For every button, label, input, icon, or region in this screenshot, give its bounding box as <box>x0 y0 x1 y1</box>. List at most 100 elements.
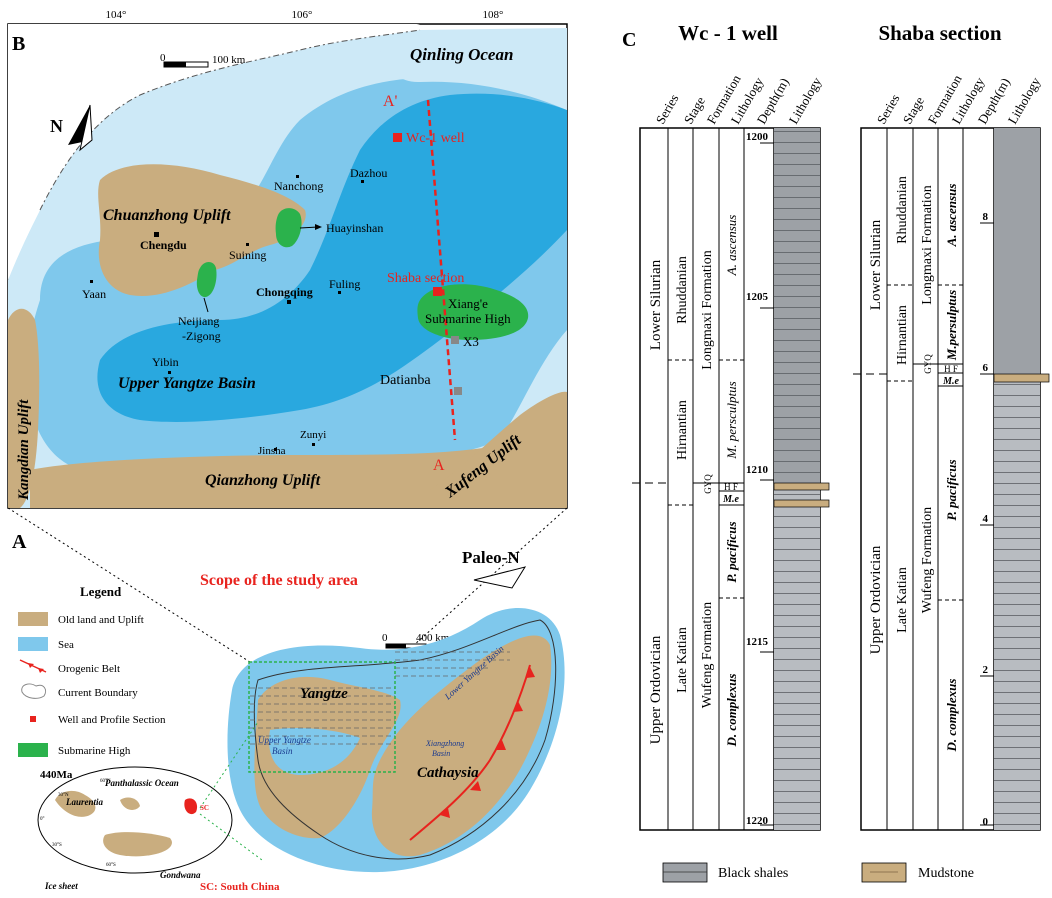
globe-lat-60n: 60°N <box>100 779 111 784</box>
city-chengdu: Chengdu <box>140 238 187 252</box>
panel-label-c: C <box>622 29 636 51</box>
svg-text:2: 2 <box>983 664 989 676</box>
label-xiangzhong-1: Xiangzhong <box>425 739 464 748</box>
label-wc1-well: Wc-1 well <box>406 131 465 146</box>
svg-text:Stage: Stage <box>900 94 928 127</box>
legend-label-boundary: Current Boundary <box>58 687 138 699</box>
globe-lat-30n: 30°N <box>58 793 69 798</box>
svg-text:Series: Series <box>874 91 903 126</box>
legend-label-well: Well and Profile Section <box>58 714 166 726</box>
city-x3: X3 <box>463 334 479 349</box>
city-yibin: Yibin <box>152 355 179 369</box>
shaba-zone-gyq: GYQ <box>923 354 933 374</box>
kangdian-uplift-land <box>8 308 40 508</box>
city-fuling: Fuling <box>329 277 360 291</box>
wc1-series-upper: Upper Ordovician <box>648 635 664 744</box>
svg-text:4: 4 <box>983 513 989 525</box>
shaba-zone-persulptus: M.persulptus <box>944 290 959 361</box>
globe-sc: SC <box>200 804 209 812</box>
shaba-series-upper: Upper Ordovician <box>868 545 884 654</box>
city-suining: Suining <box>229 248 266 262</box>
outside-region <box>8 24 420 280</box>
legend-mudstone-swatch <box>861 862 907 883</box>
shaba-zone-hf: H F <box>944 364 958 374</box>
shaba-series-lower: Lower Silurian <box>868 219 884 310</box>
svg-text:8: 8 <box>983 211 989 223</box>
svg-text:1200: 1200 <box>746 131 769 143</box>
xufeng-uplift-land <box>430 391 567 508</box>
globe-gondwana: Gondwana <box>160 870 201 880</box>
sea-cut <box>269 727 360 775</box>
svg-text:0: 0 <box>983 816 989 828</box>
label-upper-yangtze-basin: Upper Yangtze Basin <box>118 375 256 392</box>
paleo-north-arrow-icon: Paleo-N <box>462 548 527 589</box>
globe-zoom-line-1 <box>199 721 259 809</box>
wc1-zone-pacificus: P. pacificus <box>724 521 739 582</box>
longitude-106: 106° <box>292 9 313 21</box>
legend-well-icon <box>30 716 36 722</box>
label-shaba-section: Shaba section <box>387 271 464 286</box>
sea-deep-area <box>97 93 567 422</box>
svg-text:Stage: Stage <box>681 94 709 127</box>
profile-start-label: A' <box>383 93 398 110</box>
longitude-104: 104° <box>106 9 127 21</box>
wc1-zone-ascensus: A. ascensus <box>724 215 739 277</box>
profile-line <box>426 99 457 441</box>
city-jinsha: Jinsha <box>258 445 286 457</box>
shaba-black-shale-upper <box>994 128 1040 374</box>
globe-age: 440Ma <box>40 769 73 781</box>
basin-hatching <box>250 651 510 745</box>
label-qinling-ocean: Qinling Ocean <box>410 45 513 64</box>
cathaysia-land <box>371 635 552 857</box>
shaba-stage-rhuddanian: Rhuddanian <box>895 176 910 244</box>
orogenic-belt <box>409 664 535 841</box>
city-zigong: -Zigong <box>182 329 221 343</box>
globe-lat-60s: 60°S <box>106 863 116 868</box>
sea-light-patch <box>380 42 567 110</box>
scope-title: Scope of the study area <box>200 572 358 589</box>
wc1-stage-late-katian: Late Katian <box>675 627 690 693</box>
shaba-zone-ascensus: A. ascensus <box>944 184 959 248</box>
city-zunyi: Zunyi <box>300 429 326 441</box>
label-xiangzhong-2: Basin <box>432 749 450 758</box>
svg-text:N: N <box>50 116 63 136</box>
zoom-line-right <box>394 507 568 663</box>
shaba-zone-pacificus: P. pacificus <box>944 459 959 520</box>
label-yangtze: Yangtze <box>300 686 348 702</box>
huayinshan-arrow-icon <box>315 224 322 230</box>
svg-text:1215: 1215 <box>746 636 769 648</box>
legend-orogenic-icon <box>19 659 47 673</box>
legend-black-shale-swatch <box>662 862 708 883</box>
panel-b-map: 104° 106° 108° B 0 100 km N Qinling Ocea… <box>7 9 568 509</box>
xiange-high <box>417 284 529 340</box>
wc1-mudstone-bed-2 <box>773 499 830 508</box>
map-legend: Legend Old land and Uplift Sea Orogenic … <box>18 584 166 757</box>
wc1-depth-axis: 1200 1205 1210 1215 1220 <box>746 131 774 827</box>
wc1-stage-rhuddanian: Rhuddanian <box>675 256 690 324</box>
city-dazhou: Dazhou <box>350 166 387 180</box>
svg-text:0: 0 <box>160 52 166 64</box>
shaba-zone-complexus: D. complexus <box>944 679 959 753</box>
legend-mudstone: Mudstone <box>918 866 974 881</box>
legend-boundary-icon <box>21 683 47 699</box>
legend-swatch-sea <box>18 637 48 651</box>
globe-lat-30s: 30°S <box>52 843 62 848</box>
svg-text:1210: 1210 <box>746 464 769 476</box>
label-xiange: Xiang'e <box>448 296 488 311</box>
longitude-108: 108° <box>483 9 504 21</box>
globe-inset: 440Ma Panthalassic Ocean Laurentia SC Go… <box>37 766 280 893</box>
wc1-stage-hirnantian: Hirnantian <box>675 400 690 460</box>
profile-end-label: A <box>433 457 445 474</box>
wc1-zone-complexus: D. complexus <box>724 674 739 748</box>
wc1-zone-persculptus: M. persculptus <box>724 381 739 459</box>
globe-lat-0: 0° <box>40 817 45 822</box>
well-marker <box>393 133 402 142</box>
shaba-formation-longmaxi: Longmaxi Formation <box>920 185 935 304</box>
svg-text:1220: 1220 <box>746 815 769 827</box>
north-arrow-icon: N <box>50 104 93 152</box>
shaba-formation-wufeng: Wufeng Formation <box>920 507 935 613</box>
column-shaba: Shaba section Series Stage Formation Lit… <box>853 21 1050 831</box>
neijiang-pointer <box>203 297 209 313</box>
label-cathaysia: Cathaysia <box>417 765 479 781</box>
